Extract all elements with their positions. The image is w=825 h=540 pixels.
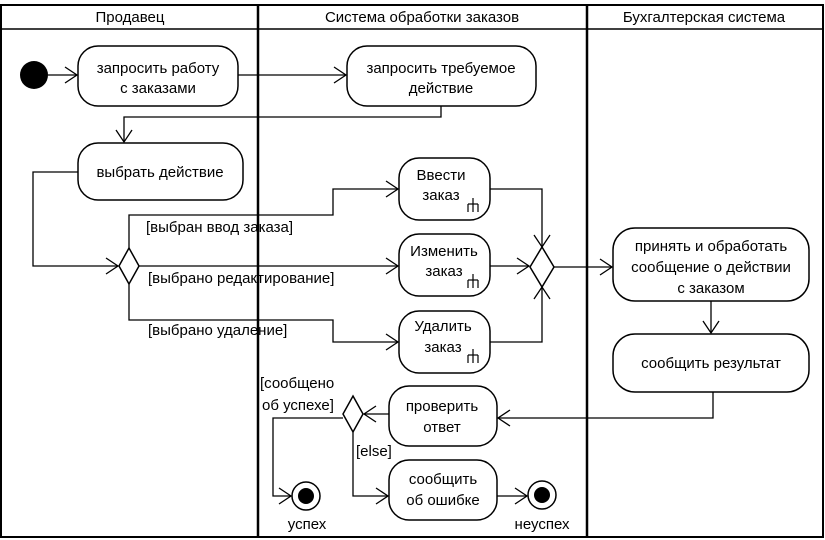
flow-delete-order-to-merge [490,287,543,343]
action-request-work-line2: с заказами [120,80,196,97]
final-node-success [291,481,321,511]
guard-deletion: [выбрано удаление] [148,322,287,339]
guard-order-entry: [выбран ввод заказа] [146,219,293,236]
action-delete-order-line1: Удалить [414,318,471,335]
arrowhead [375,487,390,505]
arrowhead [533,234,551,249]
action-edit-order: Изменить заказ [398,233,491,297]
action-enter-order-line1: Ввести [417,167,466,184]
guard-else: [else] [356,443,392,460]
initial-node [20,61,48,89]
arrowhead [115,129,133,144]
action-check-answer-line2: ответ [423,419,461,436]
action-check-answer: проверить ответ [388,385,498,447]
action-request-work: запросить работу с заказами [77,45,239,107]
arrowhead [333,66,348,84]
arrowhead [702,320,720,335]
decision-node-answer [342,394,364,434]
flow-choose-action-to-decision [32,171,118,267]
action-accept-process: принять и обработать сообщение о действи… [612,227,810,302]
guard-editing: [выбрано редактирование] [148,270,334,287]
action-report-result-line1: сообщить результат [641,355,781,372]
arrowhead [64,66,79,84]
action-request-work-line1: запросить работу [97,60,220,77]
action-enter-order: Ввести заказ [398,157,491,221]
action-report-error: сообщить об ошибке [388,459,498,521]
action-check-answer-line1: проверить [406,398,479,415]
action-edit-order-line1: Изменить [410,243,478,260]
action-accept-process-line1: принять и обработать [635,238,787,255]
swimlane-frame [0,4,824,538]
decision-node-action-type [118,246,140,286]
arrowhead [533,285,551,300]
lane-title-accounting: Бухгалтерская система [623,9,786,26]
action-choose-action-line1: выбрать действие [96,164,223,181]
action-accept-process-line3: с заказом [677,280,744,297]
action-delete-order-line2: заказ [424,339,461,356]
arrowhead [385,180,400,198]
lane-title-seller: Продавец [96,9,165,26]
action-report-result: сообщить результат [612,333,810,393]
flow-decision-to-enter-order [128,188,398,248]
action-edit-order-line2: заказ [425,263,462,280]
final-label-success: успех [288,516,327,533]
flow-enter-order-to-merge [490,188,543,247]
action-request-action: запросить требуемое действие [346,45,537,107]
flow-report-result-to-check-answer [498,392,714,419]
flow-request-action-to-choose-action [123,106,442,142]
action-request-action-line1: запросить требуемое [366,60,515,77]
arrowhead [105,257,120,275]
final-node-failure [527,480,557,510]
lane-title-order-system: Система обработки заказов [325,9,519,26]
flow-decision-to-delete-order [128,284,398,343]
arrowhead [385,333,400,351]
action-delete-order: Удалить заказ [398,310,491,374]
arrowhead [385,257,400,275]
guard-success-reported-line2: об успехе] [262,397,334,414]
action-report-error-line2: об ошибке [406,492,480,509]
arrowhead [362,405,377,423]
arrowhead [278,487,293,505]
action-accept-process-line2: сообщение о действии [631,259,791,276]
flow-decision-to-success [272,417,343,497]
flow-decision-to-report-error [352,432,388,497]
arrowhead [516,257,531,275]
arrowhead [599,258,614,276]
action-enter-order-line2: заказ [422,187,459,204]
action-report-error-line1: сообщить [409,471,478,488]
arrowhead [514,487,529,505]
arrowhead [496,409,511,427]
merge-node [529,245,555,289]
action-choose-action: выбрать действие [77,142,244,201]
action-request-action-line2: действие [409,80,474,97]
guard-success-reported-line1: [сообщено [260,375,334,392]
final-label-failure: неуспех [515,516,570,533]
